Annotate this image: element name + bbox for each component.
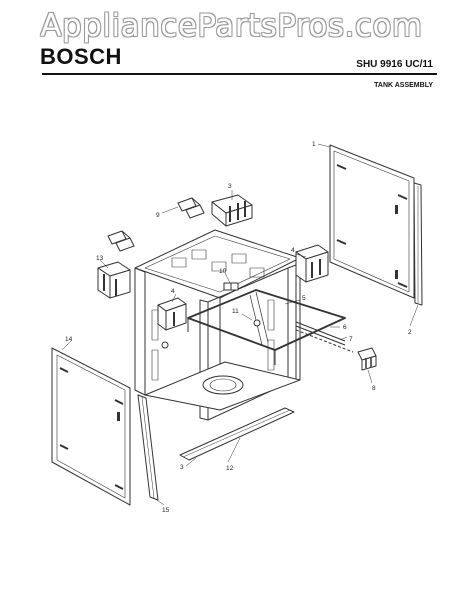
assembly-title: TANK ASSEMBLY xyxy=(374,82,433,89)
callout-12: 12 xyxy=(226,465,234,472)
callout-3-top: 3 xyxy=(228,183,232,190)
callout-8: 8 xyxy=(372,385,376,392)
callout-1: 1 xyxy=(312,141,316,148)
hinge-bracket-top xyxy=(211,194,253,227)
callout-7: 7 xyxy=(349,336,353,343)
door-seal-strip xyxy=(295,321,354,353)
callout-4-right: 4 xyxy=(291,247,295,254)
callout-2: 2 xyxy=(408,329,412,336)
callout-6: 6 xyxy=(343,324,347,331)
callout-14: 14 xyxy=(65,336,73,343)
right-trim-strip xyxy=(413,182,423,306)
callout-9: 9 xyxy=(156,212,160,219)
left-side-panel xyxy=(51,347,131,506)
brand-logo: BOSCH xyxy=(40,44,122,69)
callout-15: 15 xyxy=(162,507,170,514)
callout-4-left: 4 xyxy=(171,288,175,295)
side-bracket-left xyxy=(157,297,187,331)
side-bracket-right xyxy=(295,244,329,283)
callout-13: 13 xyxy=(96,255,104,262)
model-number: SHU 9916 UC/11 xyxy=(356,59,433,70)
small-hinge-clip xyxy=(357,347,377,371)
bottom-rail xyxy=(179,407,295,461)
mounting-bracket-lower xyxy=(107,230,135,252)
rack-rail-frame xyxy=(187,289,346,365)
mounting-bracket-upper xyxy=(177,197,205,219)
watermark-logo: AppliancePartsPros.com xyxy=(40,8,423,44)
header-rule xyxy=(42,73,437,75)
callout-3-bottom: 3 xyxy=(180,464,184,471)
leader-lines xyxy=(61,143,419,506)
callout-5: 5 xyxy=(302,295,306,302)
left-hinge-bracket xyxy=(97,261,131,299)
right-side-panel xyxy=(329,144,415,299)
callout-10: 10 xyxy=(219,268,227,275)
rail-clip xyxy=(223,282,239,291)
left-trim-strip xyxy=(137,394,159,501)
callout-11: 11 xyxy=(232,308,239,315)
